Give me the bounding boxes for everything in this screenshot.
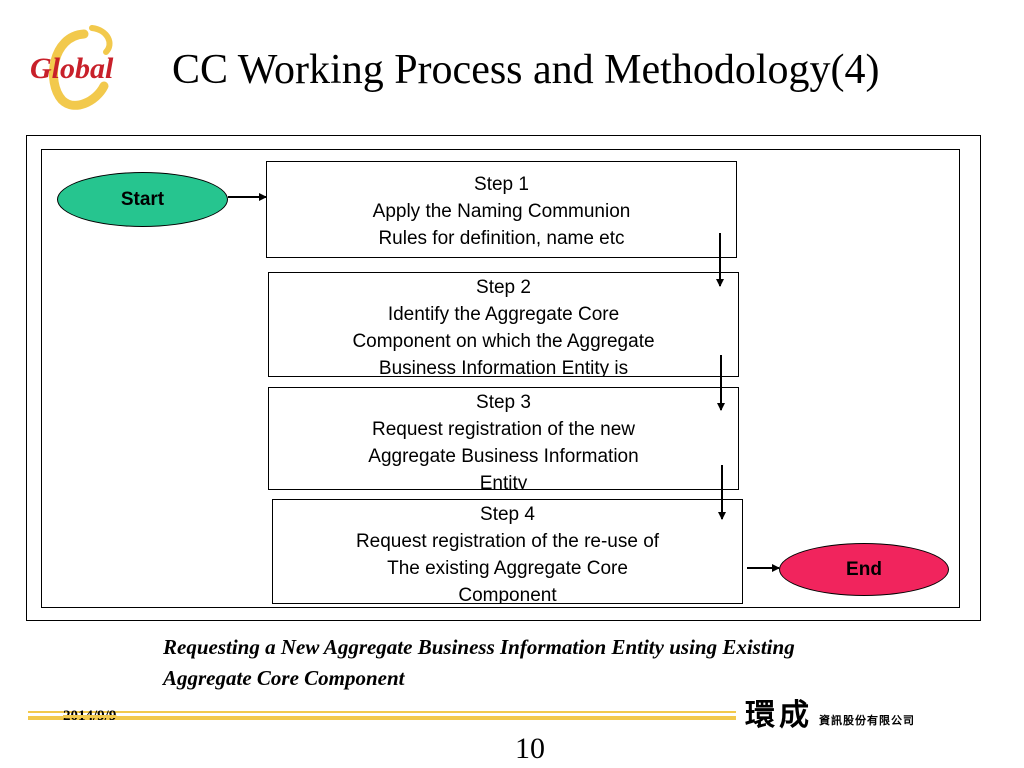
diagram-outer-frame <box>26 135 981 621</box>
slide-title: CC Working Process and Methodology(4) <box>172 47 880 93</box>
step-2-box: Step 2 Identify the Aggregate Core Compo… <box>268 272 739 377</box>
step-1-box: Step 1 Apply the Naming Communion Rules … <box>266 161 737 258</box>
footer-rule <box>28 716 736 720</box>
step-1-line: Rules for definition, name etc <box>378 228 625 249</box>
step-1-line: Apply the Naming Communion <box>372 201 631 222</box>
global-logo: Global <box>22 22 122 112</box>
step-3-line: Aggregate Business Information <box>368 446 639 467</box>
step-3-box: Step 3 Request registration of the new A… <box>268 387 739 490</box>
logo-text: Global <box>30 52 114 85</box>
start-label: Start <box>120 188 165 210</box>
step-4-line: Step 4 <box>480 504 535 525</box>
step-2-line: Step 2 <box>476 277 531 298</box>
footer-date: 2014/9/9 <box>63 708 117 724</box>
company-name-large: 環成 <box>745 698 813 733</box>
page-number: 10 <box>515 732 545 765</box>
end-node: End <box>779 543 949 596</box>
step-3-line: Step 3 <box>476 392 531 413</box>
step-2-line: Identify the Aggregate Core <box>387 304 620 325</box>
step-2-line: Component on which the Aggregate <box>352 331 655 352</box>
step-3-line: Entity <box>479 473 528 490</box>
diagram-inner-frame <box>41 149 960 608</box>
step-4-line: Request registration of the re-use of <box>355 531 660 552</box>
caption-line: Requesting a New Aggregate Business Info… <box>163 635 795 659</box>
step-2-line: Business Information Entity is <box>378 358 629 377</box>
company-name-small: 資訊股份有限公司 <box>819 714 915 727</box>
step-4-line: Component <box>458 585 557 604</box>
caption-line: Aggregate Core Component <box>163 666 405 690</box>
company-logo-text: 環成 資訊股份有限公司 <box>745 694 915 734</box>
diagram-caption: Requesting a New Aggregate Business Info… <box>163 632 983 694</box>
step-1-line: Step 1 <box>474 174 529 195</box>
start-node: Start <box>57 172 228 227</box>
step-4-line: The existing Aggregate Core <box>387 558 628 579</box>
step-3-line: Request registration of the new <box>372 419 635 440</box>
global-logo-icon: Global <box>30 25 114 110</box>
end-label: End <box>846 558 882 580</box>
footer-rule <box>28 711 736 713</box>
step-4-box: Step 4 Request registration of the re-us… <box>272 499 743 604</box>
